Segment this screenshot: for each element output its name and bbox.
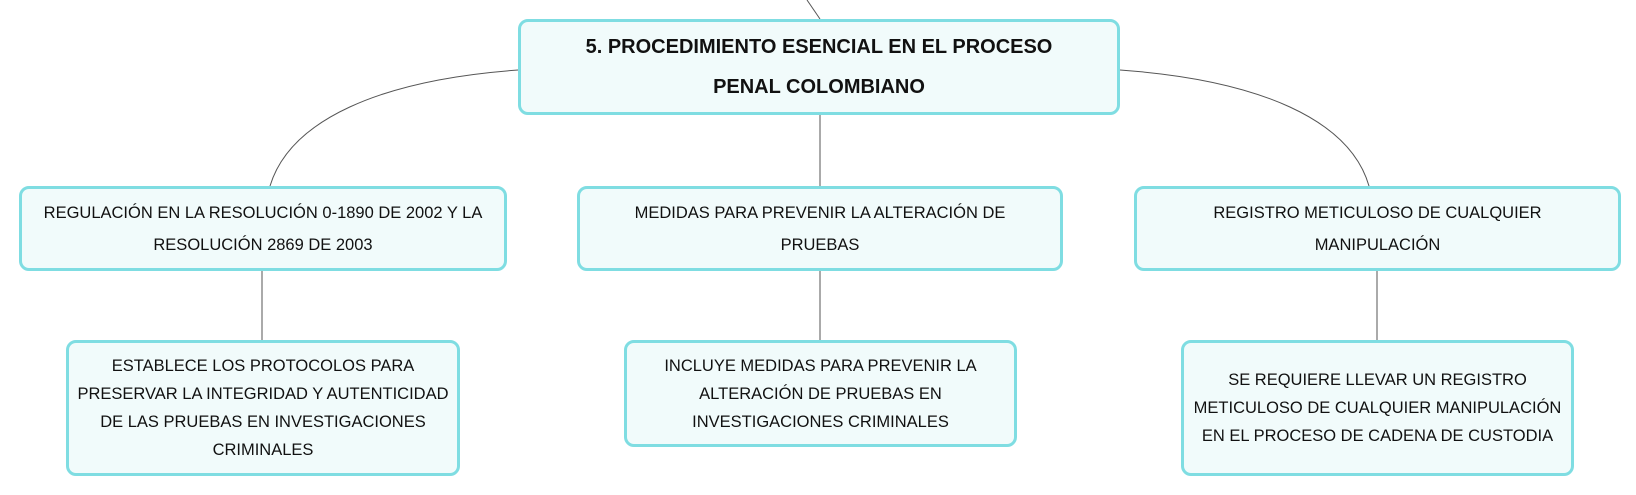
branch-node-registro[interactable]: REGISTRO METICULOSO DE CUALQUIER MANIPUL… <box>1134 186 1621 271</box>
leaf-text: INCLUYE MEDIDAS PARA PREVENIR LA ALTERAC… <box>664 356 977 431</box>
leaf-node-registro[interactable]: SE REQUIERE LLEVAR UN REGISTRO METICULOS… <box>1181 340 1574 476</box>
root-node[interactable]: 5. PROCEDIMIENTO ESENCIAL EN EL PROCESO … <box>518 19 1120 115</box>
connector-root-right <box>1119 69 1370 187</box>
leaf-text: SE REQUIERE LLEVAR UN REGISTRO METICULOS… <box>1193 371 1562 445</box>
connector-parent <box>806 0 821 20</box>
branch-node-regulacion[interactable]: REGULACIÓN EN LA RESOLUCIÓN 0-1890 DE 20… <box>19 186 507 271</box>
branch-label: REGISTRO METICULOSO DE CUALQUIER MANIPUL… <box>1213 203 1542 254</box>
branch-label: MEDIDAS PARA PREVENIR LA ALTERACIÓN DE P… <box>634 203 1006 254</box>
leaf-text: ESTABLECE LOS PROTOCOLOS PARA PRESERVAR … <box>77 357 449 459</box>
root-title: 5. PROCEDIMIENTO ESENCIAL EN EL PROCESO … <box>585 36 1053 98</box>
branch-node-medidas[interactable]: MEDIDAS PARA PREVENIR LA ALTERACIÓN DE P… <box>577 186 1063 271</box>
branch-label: REGULACIÓN EN LA RESOLUCIÓN 0-1890 DE 20… <box>43 203 483 254</box>
leaf-node-medidas[interactable]: INCLUYE MEDIDAS PARA PREVENIR LA ALTERAC… <box>624 340 1017 447</box>
leaf-node-protocolos[interactable]: ESTABLECE LOS PROTOCOLOS PARA PRESERVAR … <box>66 340 460 476</box>
connector-root-left <box>269 69 519 187</box>
